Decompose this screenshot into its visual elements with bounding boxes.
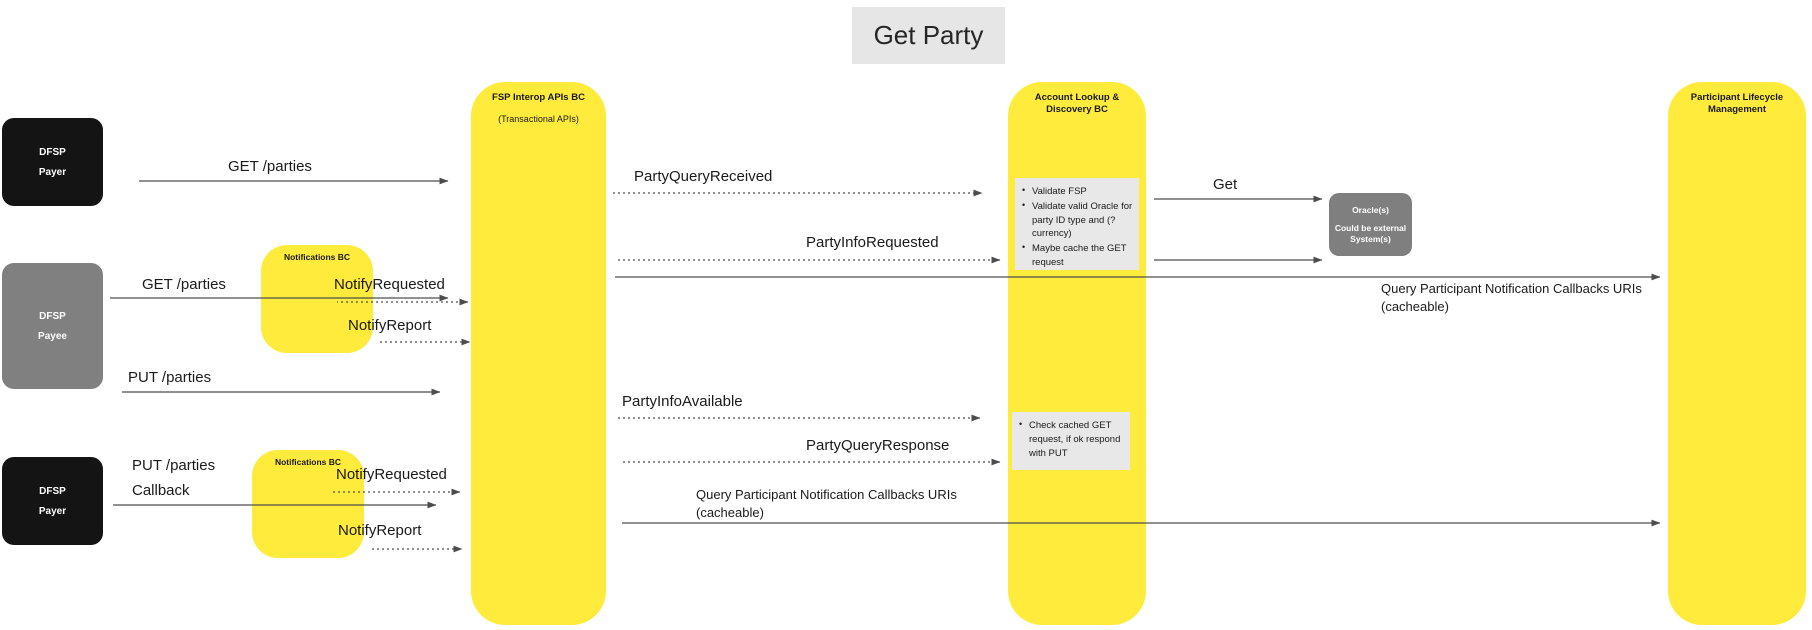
msg-notify-report-top: NotifyReport [348,317,432,334]
note-cached-item-0: Check cached GET request, if ok respond … [1019,418,1124,460]
lifeline-notifications-top-title: Notifications BC [283,252,351,262]
note-validate-item-2: Maybe cache the GET request [1022,241,1133,270]
msg-get-oracle: Get [1213,176,1238,193]
oracle-line1: Oracle(s) [1352,204,1389,215]
actor-dfsp-payer-bottom: DFSP Payer [2,457,103,545]
msg-query-participant-top-line2: (cacheable) [1381,299,1449,314]
page-title: Get Party [852,7,1005,64]
msg-party-info-available: PartyInfoAvailable [622,393,743,410]
lifeline-notifications-bc-top: Notifications BC [261,245,373,353]
note-validate-item-1: Validate valid Oracle for party ID type … [1022,199,1133,241]
note-validate-fsp: Validate FSP Validate valid Oracle for p… [1015,178,1139,270]
oracle-line3: System(s) [1350,233,1391,244]
msg-get-parties-payer: GET /parties [228,158,312,175]
actor-dfsp-payee-line1: DFSP [39,310,66,322]
note-validate-item-0: Validate FSP [1022,184,1133,199]
msg-notify-requested-bottom: NotifyRequested [336,466,447,483]
msg-query-participant-bottom-line1: Query Participant Notification Callbacks… [696,487,957,502]
msg-party-query-received: PartyQueryReceived [634,168,773,185]
lifeline-fsp-interop-subtitle: (Transactional APIs) [498,113,579,124]
actor-dfsp-payer-top-line2: Payer [38,166,67,178]
lifeline-account-lookup-discovery-bc: Account Lookup & Discovery BC [1008,82,1146,625]
actor-dfsp-payee: DFSP Payee [2,263,103,389]
note-cached-get-request: Check cached GET request, if ok respond … [1012,412,1130,470]
actor-dfsp-payee-line2: Payee [38,330,67,342]
msg-query-participant-top-line1: Query Participant Notification Callbacks… [1381,281,1642,296]
lifeline-account-lookup-title: Account Lookup & Discovery BC [1034,92,1120,115]
lifeline-notifications-bottom-title: Notifications BC [274,457,342,467]
msg-notify-report-bottom: NotifyReport [338,522,422,539]
lifeline-participant-lifecycle-title: Participant Lifecycle Management [1690,92,1784,115]
msg-put-parties-callback-line2: Callback [132,482,190,499]
lifeline-notifications-bc-bottom: Notifications BC [252,450,364,558]
actor-dfsp-payer-top: DFSP Payer [2,118,103,206]
msg-get-parties-payee: GET /parties [142,276,226,293]
lifeline-fsp-interop-apis-bc: FSP Interop APIs BC (Transactional APIs) [471,82,606,625]
msg-notify-requested-top: NotifyRequested [334,276,445,293]
msg-put-parties-payee: PUT /parties [128,369,212,386]
actor-dfsp-payer-top-line1: DFSP [39,146,66,158]
actor-dfsp-payer-bottom-line2: Payer [38,505,67,517]
lifeline-participant-lifecycle-management: Participant Lifecycle Management [1668,82,1806,625]
msg-party-info-requested: PartyInfoRequested [806,234,939,251]
msg-query-participant-bottom-line2: (cacheable) [696,505,764,520]
actor-dfsp-payer-bottom-line1: DFSP [39,485,66,497]
lifeline-fsp-interop-title: FSP Interop APIs BC [492,92,585,103]
oracle-line2: Could be external [1334,223,1407,234]
oracle-system-box: Oracle(s) Could be external System(s) [1329,193,1412,256]
msg-put-parties-callback-line1: PUT /parties [132,457,216,474]
msg-party-query-response: PartyQueryResponse [806,437,950,454]
